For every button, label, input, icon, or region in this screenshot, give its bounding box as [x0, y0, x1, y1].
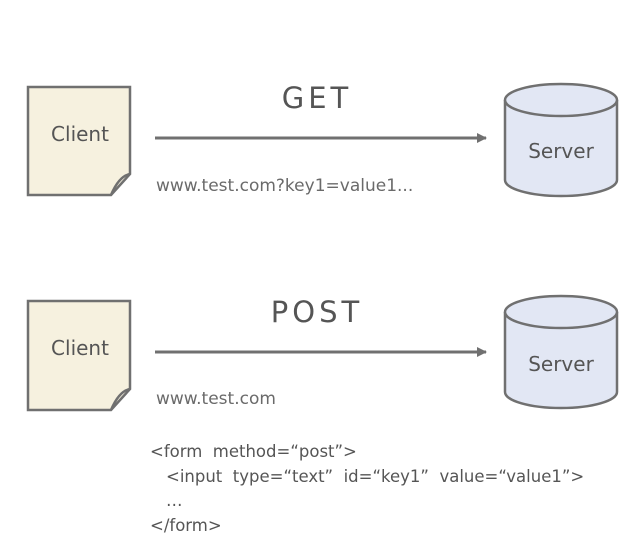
get-client-label: Client: [51, 122, 109, 146]
post-server-cylinder: Server: [503, 294, 619, 410]
form-code-line-ellipsis: …: [166, 491, 183, 510]
post-client-page-curl: [109, 387, 131, 411]
post-flow: Client POST www.test.com Server <form me…: [26, 294, 619, 535]
post-server-database-icon: [503, 312, 619, 410]
get-server-label: Server: [528, 139, 594, 163]
post-server-label: Server: [528, 352, 594, 376]
post-url-text: www.test.com: [156, 389, 276, 409]
post-form-code: <form method=“post”> <input type=“text” …: [150, 442, 584, 535]
get-method-label: GET: [282, 81, 353, 115]
get-server-cylinder: Server: [503, 82, 619, 198]
post-client-document: Client: [26, 299, 132, 412]
get-client-document-icon: [26, 85, 132, 197]
post-method-label: POST: [271, 295, 363, 329]
get-url-text: www.test.com?key1=value1...: [156, 176, 413, 196]
form-code-line-open: <form method=“post”>: [150, 442, 357, 461]
get-client-document: Client: [26, 85, 132, 197]
post-client-document-icon: [26, 299, 132, 412]
post-client-label: Client: [51, 336, 109, 360]
form-code-line-close: </form>: [150, 516, 222, 535]
get-server-database-icon: [503, 100, 619, 198]
get-client-page-curl: [109, 172, 131, 196]
form-code-line-input: <input type=“text” id=“key1” value=“valu…: [166, 467, 584, 486]
get-server-top: [503, 82, 619, 118]
post-server-top: [503, 294, 619, 330]
get-flow: Client GET www.test.com?key1=value1... S…: [26, 81, 619, 198]
